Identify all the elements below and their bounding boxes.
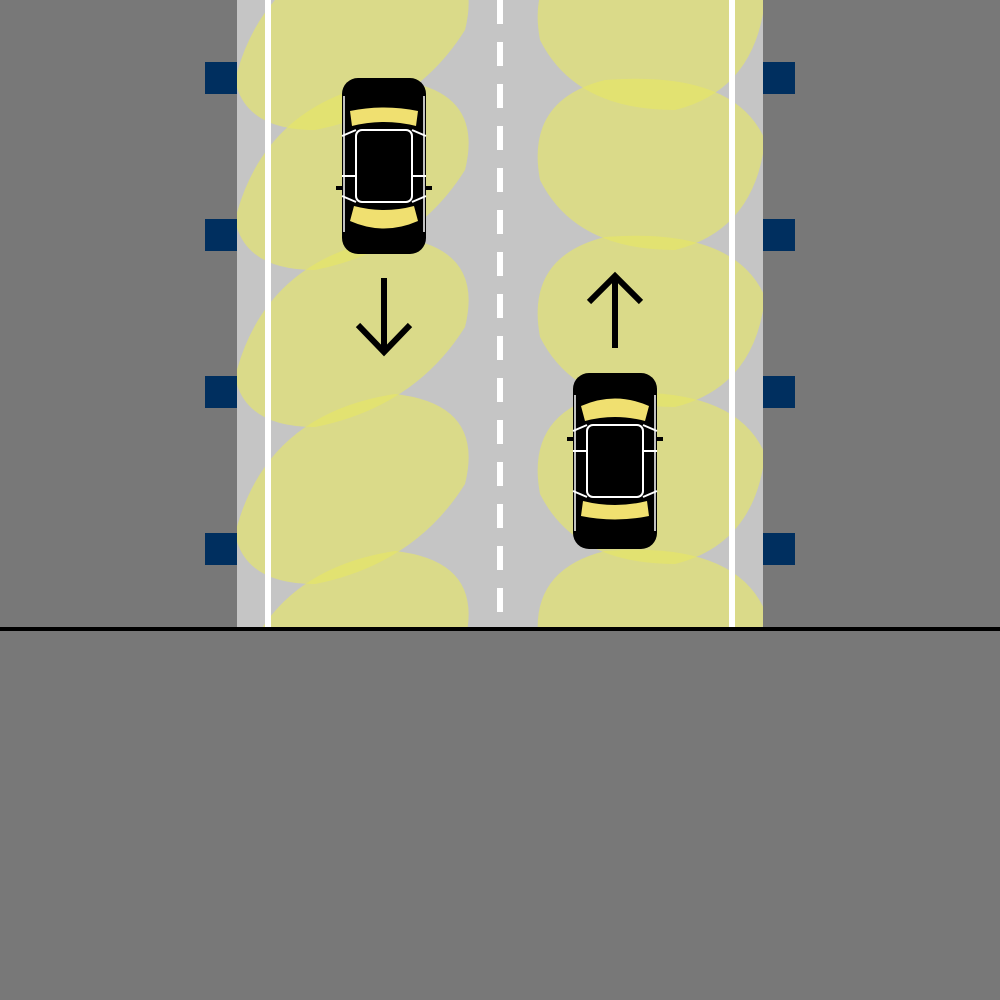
light-pool-left-4 (237, 394, 469, 584)
light-pool-right-3 (537, 235, 763, 407)
car-left-lane-icon (335, 77, 433, 255)
arrow-down-icon (355, 278, 413, 357)
light-post-left-4 (205, 533, 237, 565)
light-pool-right-5 (537, 549, 763, 628)
ground-divider-line (0, 627, 1000, 631)
light-pool-right-2 (537, 78, 763, 250)
light-post-right-2 (763, 219, 795, 251)
light-posts (205, 62, 795, 565)
light-pool-left-1 (237, 0, 469, 130)
light-pool-left-3 (237, 237, 469, 427)
light-post-right-4 (763, 533, 795, 565)
right-edge-line (729, 0, 735, 628)
left-edge-line (265, 0, 271, 628)
light-post-left-3 (205, 376, 237, 408)
light-post-right-1 (763, 62, 795, 94)
light-pool-right-1 (537, 0, 763, 110)
car-right-lane-icon (566, 372, 664, 550)
light-post-right-3 (763, 376, 795, 408)
light-post-left-2 (205, 219, 237, 251)
arrow-up-icon (586, 271, 644, 348)
light-post-left-1 (205, 62, 237, 94)
light-pool-left-5 (262, 551, 469, 628)
